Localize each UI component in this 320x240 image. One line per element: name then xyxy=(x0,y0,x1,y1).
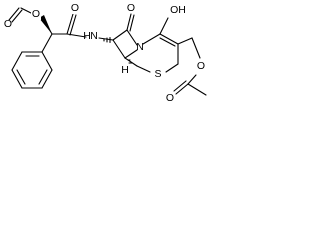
atom-labels: O O O H N O N OH H S O O xyxy=(4,2,205,104)
atom-ester-o: O xyxy=(4,18,12,30)
bond-c6-bridge xyxy=(124,57,138,67)
atom-acetyl-carbonyl-o: O xyxy=(166,92,174,104)
bond-chiral-c-phenyl xyxy=(41,33,53,53)
bond-phenyl-5 xyxy=(11,51,23,71)
bond-lactam-co-double-a xyxy=(126,13,132,31)
bond-amide-co-double-b xyxy=(69,14,77,36)
bond-s-c6 xyxy=(136,65,151,73)
bonds xyxy=(8,7,207,96)
bond-lactam-co-double-b xyxy=(129,14,135,32)
bond-formyl-c-o xyxy=(20,7,32,14)
bond-phenyl-4 xyxy=(11,69,23,89)
atom-carboxyl-oh: OH xyxy=(170,4,186,16)
bond-amide-c-n xyxy=(66,33,87,38)
atom-ring-n: N xyxy=(136,41,144,53)
bond-n-c7 xyxy=(98,37,114,41)
bond-c3-ch2 xyxy=(177,37,193,45)
bond-c6-c7 xyxy=(112,39,126,59)
atom-amide-carbonyl-o: O xyxy=(71,2,79,14)
bond-formyl-co-double-b xyxy=(11,9,23,23)
bond-phenyl-inner-2 xyxy=(38,69,48,85)
atom-amide-n: N xyxy=(90,30,98,42)
bond-c4-c3-double-b xyxy=(159,37,176,47)
hash-bond-c6 xyxy=(127,59,133,64)
bond-phenyl-inner-3 xyxy=(16,69,26,85)
atom-formyl-o: O xyxy=(32,8,40,20)
atom-amide-h: H xyxy=(83,30,91,42)
wedge-ester-o xyxy=(39,15,52,34)
bond-c8-n xyxy=(126,29,138,46)
bond-acetyl-co-double-b xyxy=(173,80,187,92)
bond-o-acetyl-c xyxy=(187,74,197,85)
atom-ring-s: S xyxy=(154,68,161,80)
bond-c4-c3-double-a xyxy=(159,33,179,45)
bond-formyl-co-double-a xyxy=(8,7,20,21)
bond-acetyl-c-ch3 xyxy=(187,83,207,96)
bond-n-c4 xyxy=(142,33,161,45)
bond-c2-s xyxy=(165,63,179,73)
bond-ch2-o xyxy=(191,37,201,59)
atom-bridge-h: H xyxy=(121,64,129,76)
atom-acetoxy-o: O xyxy=(197,60,205,72)
bond-amide-co-double-a xyxy=(66,13,74,35)
bond-acetyl-co-double-a xyxy=(175,83,189,95)
bond-c4-carboxyl xyxy=(159,17,169,35)
bond-n-c6 xyxy=(124,49,138,59)
bond-phenyl-2 xyxy=(41,69,53,89)
hash-bond-c7 xyxy=(103,36,111,44)
atom-lactam-o: O xyxy=(127,2,135,14)
bond-c7-c8 xyxy=(112,29,128,41)
chemical-structure-diagram: O O O H N O N OH H S O O xyxy=(4,2,207,104)
bond-phenyl-1 xyxy=(41,51,53,71)
